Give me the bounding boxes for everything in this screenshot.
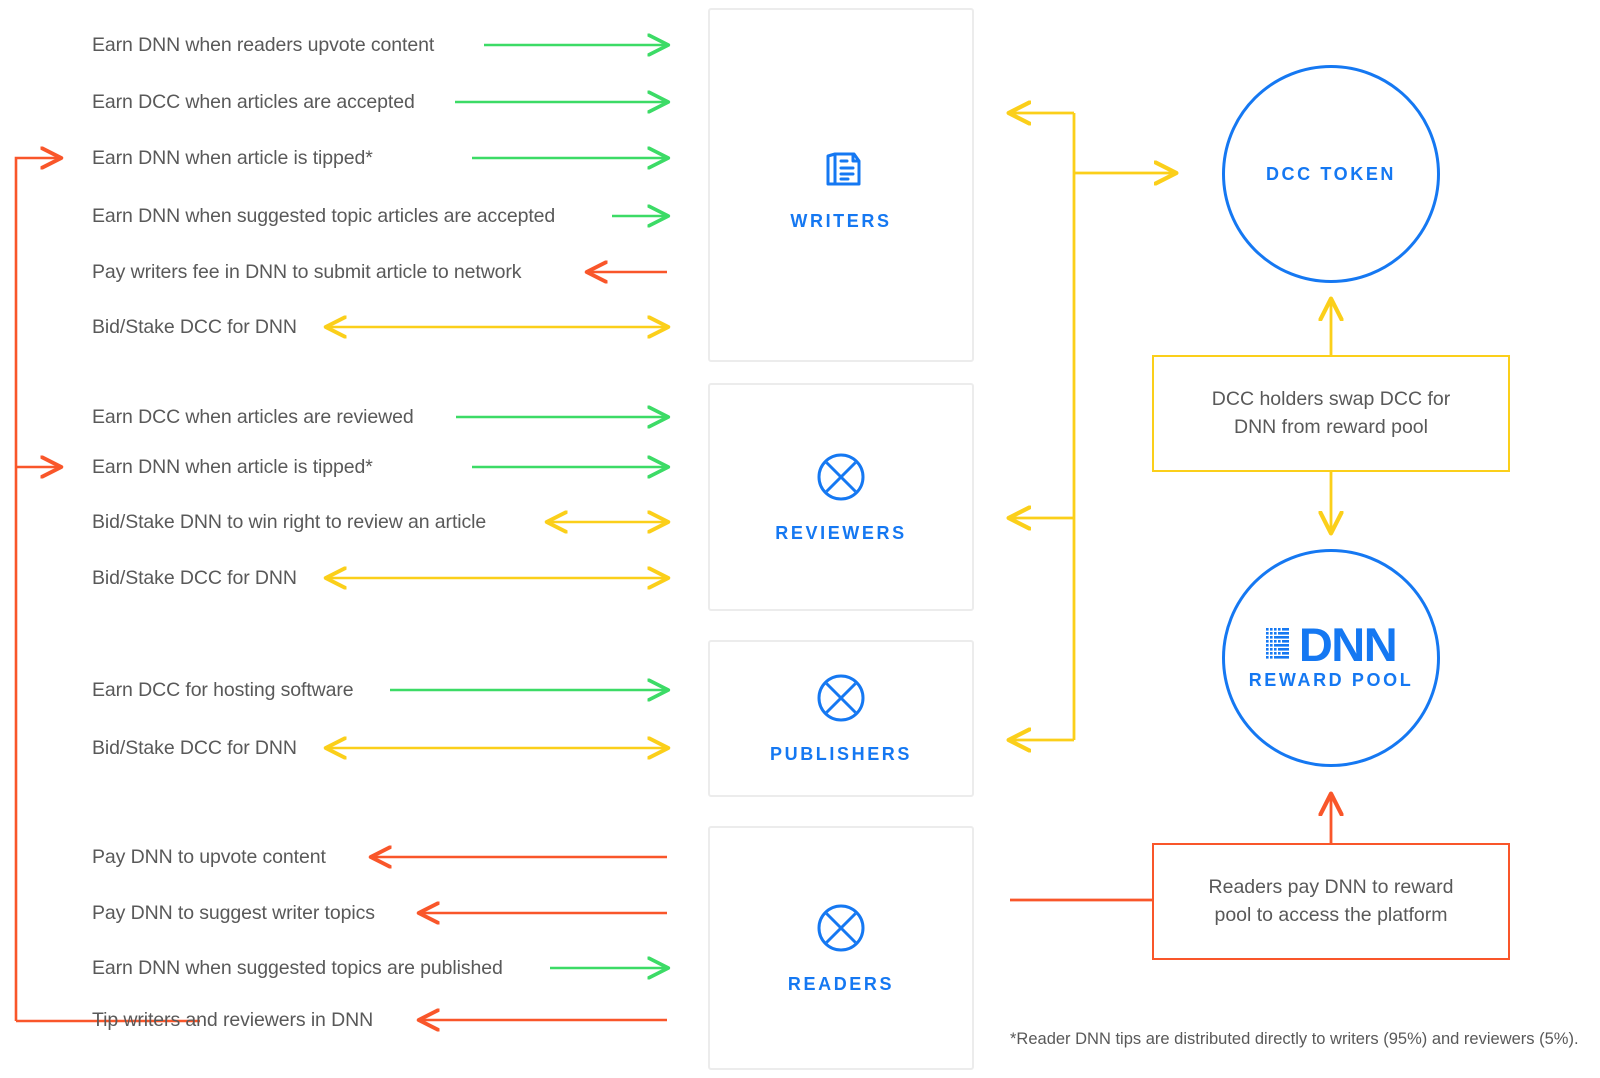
swap-note-text: DCC holders swap DCC for DNN from reward…: [1198, 386, 1464, 441]
list-item: Bid/Stake DNN to win right to review an …: [92, 509, 486, 535]
footnote: *Reader DNN tips are distributed directl…: [1010, 1030, 1579, 1048]
list-item: Earn DNN when article is tipped*: [92, 454, 373, 480]
swap-note-line2: DNN from reward pool: [1234, 415, 1428, 438]
role-card-reviewers[interactable]: REVIEWERS: [708, 383, 974, 611]
role-card-label: PUBLISHERS: [769, 744, 912, 764]
list-item: Earn DNN when readers upvote content: [92, 32, 434, 58]
row-label: Earn DNN when article is tipped*: [92, 146, 373, 169]
list-item: Bid/Stake DCC for DNN: [92, 735, 297, 761]
dcc-token-label: DCC TOKEN: [1265, 163, 1397, 184]
newspaper-article-icon: [815, 139, 867, 191]
role-card-label: WRITERS: [790, 210, 892, 231]
role-card-readers[interactable]: READERS: [708, 826, 974, 1070]
list-item: Pay DNN to suggest writer topics: [92, 900, 375, 926]
list-item: Pay writers fee in DNN to submit article…: [92, 259, 522, 285]
list-item: Earn DNN when suggested topic articles a…: [92, 203, 555, 229]
arrow-group-readers: [372, 857, 667, 1020]
row-label: Earn DNN when article is tipped*: [92, 455, 373, 478]
row-label: Earn DCC when articles are reviewed: [92, 405, 414, 428]
swap-note-box: DCC holders swap DCC for DNN from reward…: [1152, 355, 1510, 472]
list-item: Earn DNN when suggested topics are publi…: [92, 955, 503, 981]
row-label: Earn DNN when suggested topics are publi…: [92, 956, 503, 979]
readers-pay-line1: Readers pay DNN to reward: [1208, 875, 1454, 898]
list-item: Bid/Stake DCC for DNN: [92, 314, 297, 340]
readers-pay-note-box: Readers pay DNN to reward pool to access…: [1152, 843, 1510, 960]
row-label: Pay DNN to suggest writer topics: [92, 901, 375, 924]
dnn-reward-pool-node[interactable]: DNN REWARD POOL: [1222, 549, 1440, 767]
dnn-reward-pool-label: REWARD POOL: [1248, 670, 1414, 691]
dnn-pixel-dots-icon: [1265, 628, 1298, 661]
circle-x-placeholder-icon: [815, 672, 867, 724]
circle-x-placeholder-icon: [815, 902, 867, 954]
row-label: Bid/Stake DCC for DNN: [92, 566, 297, 589]
readers-pay-line2: pool to access the platform: [1214, 903, 1448, 926]
list-item: Bid/Stake DCC for DNN: [92, 565, 297, 591]
arrow-group-reviewers: [327, 417, 667, 578]
list-item: Earn DCC for hosting software: [92, 677, 354, 703]
dnn-logo: DNN: [1265, 617, 1398, 671]
row-label: Tip writers and reviewers in DNN: [92, 1008, 374, 1031]
row-label: Pay DNN to upvote content: [92, 845, 326, 868]
dnn-wordmark: DNN: [1298, 617, 1398, 671]
list-item: Tip writers and reviewers in DNN: [92, 1007, 373, 1033]
row-label: Earn DNN when readers upvote content: [92, 33, 435, 56]
circle-x-placeholder-icon: [815, 451, 867, 503]
role-card-publishers[interactable]: PUBLISHERS: [708, 640, 974, 797]
row-label: Earn DCC when articles are accepted: [92, 90, 415, 113]
role-card-writers[interactable]: WRITERS: [708, 8, 974, 362]
list-item: Earn DCC when articles are accepted: [92, 89, 415, 115]
arrow-group-publishers: [327, 690, 667, 748]
list-item: Pay DNN to upvote content: [92, 844, 326, 870]
row-label: Earn DNN when suggested topic articles a…: [92, 204, 556, 227]
dcc-distribution-bus: [1010, 113, 1175, 740]
readers-pay-note-text: Readers pay DNN to reward pool to access…: [1195, 874, 1468, 929]
dcc-token-node[interactable]: DCC TOKEN: [1222, 65, 1440, 283]
list-item: Earn DNN when article is tipped*: [92, 145, 373, 171]
row-label: Bid/Stake DCC for DNN: [92, 736, 297, 759]
row-label: Bid/Stake DNN to win right to review an …: [92, 510, 487, 533]
row-label: Earn DCC for hosting software: [92, 678, 354, 701]
swap-note-line1: DCC holders swap DCC for: [1211, 387, 1451, 410]
row-label: Pay writers fee in DNN to submit article…: [92, 260, 522, 283]
role-card-label: REVIEWERS: [775, 522, 907, 543]
list-item: Earn DCC when articles are reviewed: [92, 404, 414, 430]
row-label: Bid/Stake DCC for DNN: [92, 315, 297, 338]
role-card-label: READERS: [787, 973, 895, 994]
